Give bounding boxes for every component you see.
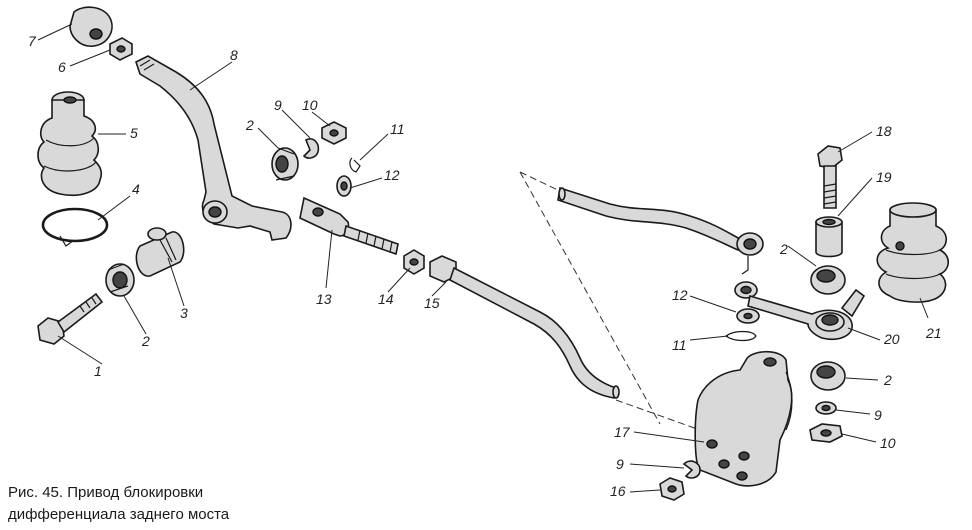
part-9-washer-bottom — [682, 460, 701, 479]
label-9-center: 9 — [274, 97, 282, 113]
label-15: 15 — [424, 295, 440, 311]
part-10-nut-right — [809, 423, 843, 443]
label-16: 16 — [610, 483, 626, 499]
part-8-lever — [135, 55, 292, 241]
part-10-nut-center — [321, 121, 347, 145]
part-2-bushing-right-lower — [810, 361, 846, 391]
label-10-center: 10 — [302, 97, 318, 113]
part-7-knob — [69, 6, 113, 47]
part-3-sleeve — [135, 227, 185, 277]
label-2-center: 2 — [245, 117, 254, 133]
label-9-bottom: 9 — [616, 456, 624, 472]
label-6: 6 — [58, 59, 66, 75]
part-5-boot — [37, 91, 103, 196]
label-12-right: 12 — [672, 287, 688, 303]
part-4-ring — [41, 207, 109, 247]
part-11-pin-center — [349, 157, 361, 173]
part-9-washer-right — [815, 401, 837, 415]
label-21: 21 — [925, 325, 942, 341]
part-number-labels: 7 6 8 5 4 1 2 3 2 9 10 11 12 13 14 15 18… — [28, 33, 942, 499]
part-9-washer-center — [302, 138, 320, 159]
part-15-rod — [429, 255, 620, 399]
label-2-right-lower: 2 — [883, 372, 892, 388]
part-12-washer-center — [336, 175, 352, 197]
part-11-pin-right — [724, 330, 757, 342]
label-2-left: 2 — [141, 333, 150, 349]
label-12-center: 12 — [384, 167, 400, 183]
label-19: 19 — [876, 169, 892, 185]
part-19-sleeve — [815, 216, 843, 258]
label-5: 5 — [130, 125, 138, 141]
assembly-dashed-lines — [519, 171, 701, 431]
part-6-nut — [109, 37, 133, 61]
label-7: 7 — [28, 33, 37, 49]
figure-caption: Рис. 45. Привод блокировки дифференциала… — [8, 482, 308, 526]
label-10-right: 10 — [880, 435, 896, 451]
label-13: 13 — [316, 291, 332, 307]
label-20: 20 — [883, 331, 900, 347]
part-1-bolt — [37, 292, 104, 345]
label-17: 17 — [614, 424, 631, 440]
part-16-nut — [659, 477, 685, 501]
part-14-nut — [403, 249, 425, 275]
part-20-lever-arm — [734, 281, 866, 340]
caption-line-1: Рис. 45. Привод блокировки — [8, 484, 204, 501]
part-18-bolt — [817, 145, 843, 209]
label-9-right: 9 — [874, 407, 882, 423]
label-11-center: 11 — [390, 121, 405, 137]
label-1: 1 — [94, 363, 102, 379]
part-2-bushing-right-upper — [810, 265, 846, 295]
part-12-washer-right — [736, 308, 760, 324]
leader-lines — [37, 23, 929, 493]
part-21-boot — [876, 202, 950, 303]
label-14: 14 — [378, 291, 394, 307]
label-18: 18 — [876, 123, 892, 139]
label-3: 3 — [180, 305, 188, 321]
part-rod-upper — [557, 186, 764, 275]
caption-line-2: дифференциала заднего моста — [8, 506, 230, 523]
label-8: 8 — [230, 47, 238, 63]
label-4: 4 — [132, 181, 140, 197]
label-2-right-upper: 2 — [779, 241, 788, 257]
part-2-bushing-center — [271, 147, 299, 181]
part-2-bushing-left — [105, 263, 135, 297]
label-11-right: 11 — [672, 337, 687, 353]
part-17-bracket — [694, 350, 793, 487]
part-13-fork — [299, 196, 399, 256]
